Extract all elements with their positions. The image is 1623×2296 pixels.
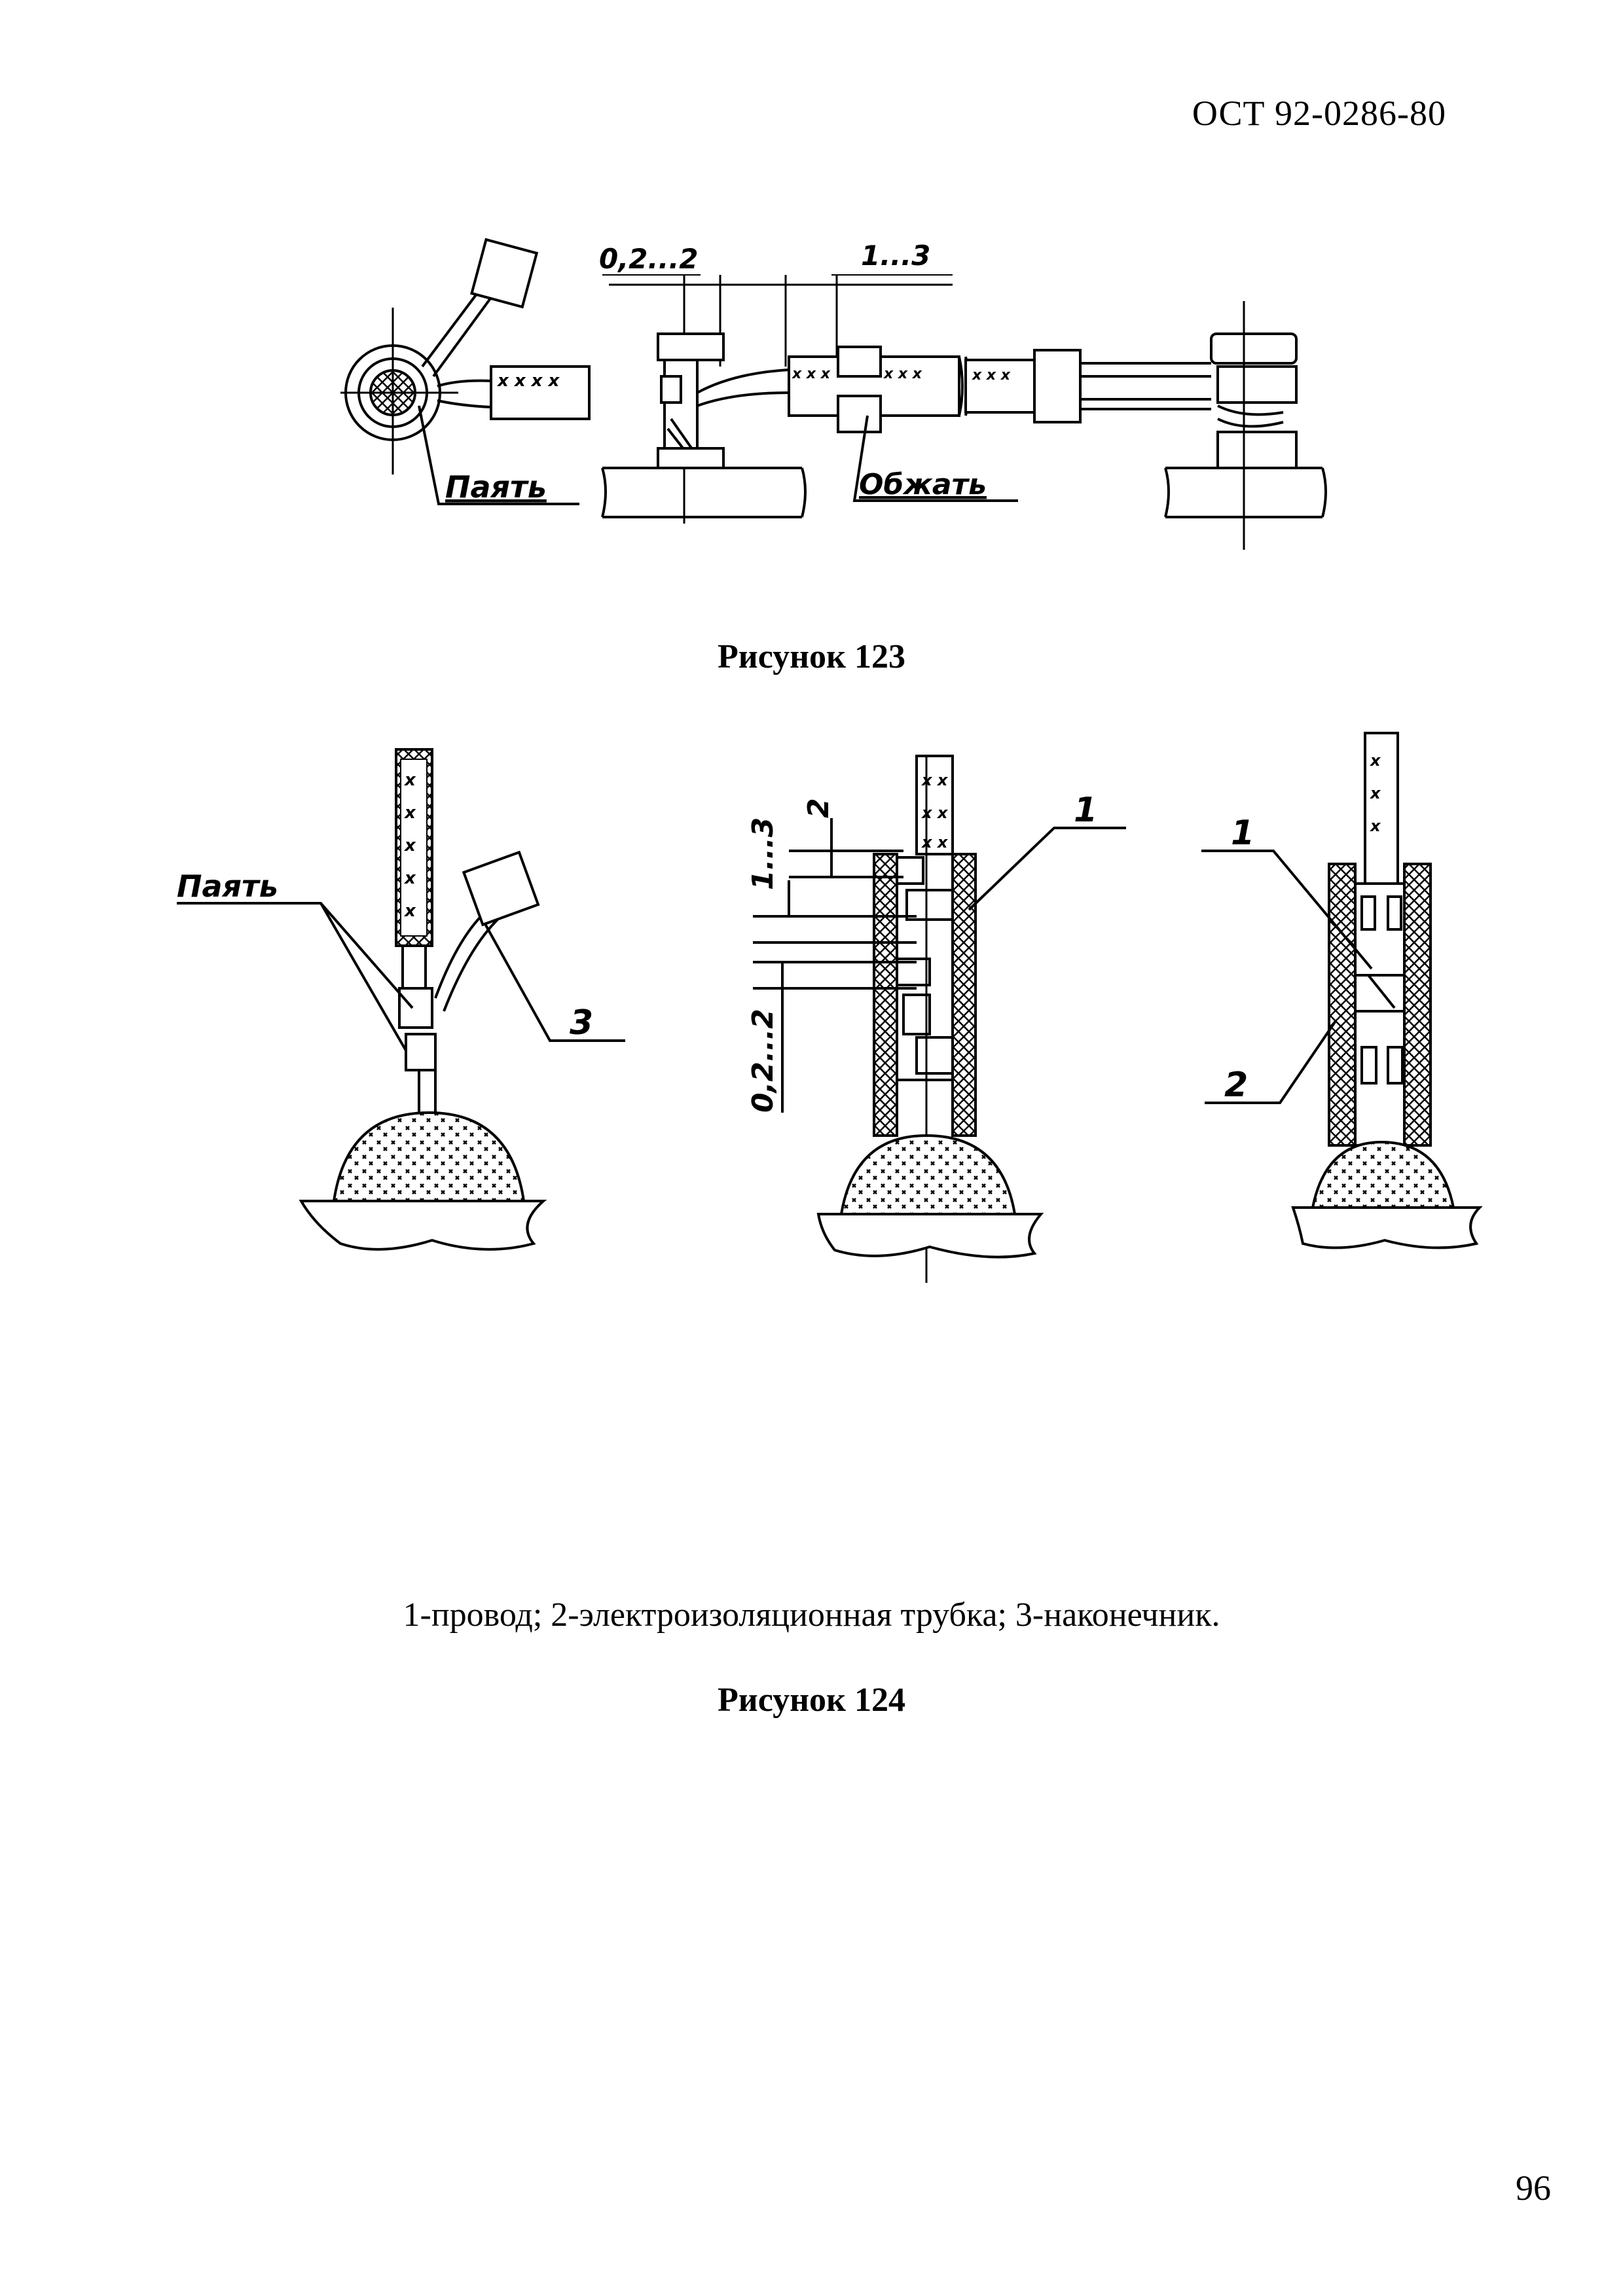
svg-text:x x: x x xyxy=(921,833,949,852)
figure-123-caption: Рисунок 123 xyxy=(717,638,906,675)
document-code: ОСТ 92-0286-80 xyxy=(1192,94,1446,133)
fig124-solder-label: Паять xyxy=(177,869,278,904)
figure-124-drawing: x x x x x Паять 3 x x xyxy=(177,732,1483,1283)
svg-text:x: x xyxy=(403,869,416,888)
figure-124-caption: Рисунок 124 xyxy=(717,1681,906,1719)
svg-text:x: x xyxy=(403,803,416,823)
svg-text:x: x xyxy=(403,901,416,921)
svg-text:x: x xyxy=(403,770,416,790)
svg-text:x: x xyxy=(403,836,416,855)
figure-123-drawing: x x x x Паять 0,2...2 1...3 xyxy=(340,238,1327,550)
svg-text:x: x xyxy=(1370,751,1381,770)
fig123-dim-left: 0,2...2 xyxy=(599,243,699,275)
svg-text:x: x xyxy=(1370,817,1381,835)
svg-text:x x: x x xyxy=(921,771,949,789)
svg-text:x x: x x xyxy=(921,804,949,822)
fig124-dim-0-2: 0,2...2 xyxy=(746,1009,780,1113)
fig124-callout-2: 2 xyxy=(1224,1066,1248,1105)
fig124-dim-1-3: 1...3 xyxy=(746,817,780,890)
fig124-callout-3: 3 xyxy=(570,1003,593,1043)
svg-text:x: x xyxy=(1370,784,1381,802)
svg-text:x x x: x x x xyxy=(883,366,922,382)
figure-124-legend: 1-провод; 2-электроизоляционная трубка; … xyxy=(403,1596,1220,1634)
fig123-crimp-label: Обжать xyxy=(859,468,987,501)
fig124-callout-1a: 1 xyxy=(1074,791,1097,830)
svg-text:x x x x: x x x x xyxy=(496,371,560,391)
fig124-callout-1b: 1 xyxy=(1231,814,1254,853)
svg-text:x x x: x x x xyxy=(792,366,831,382)
page-number: 96 xyxy=(1516,2168,1551,2208)
svg-text:x x x: x x x xyxy=(972,367,1011,384)
fig123-dim-right: 1...3 xyxy=(861,240,930,272)
fig123-solder-label: Паять xyxy=(445,469,547,505)
fig124-dim-2: 2 xyxy=(802,798,835,818)
